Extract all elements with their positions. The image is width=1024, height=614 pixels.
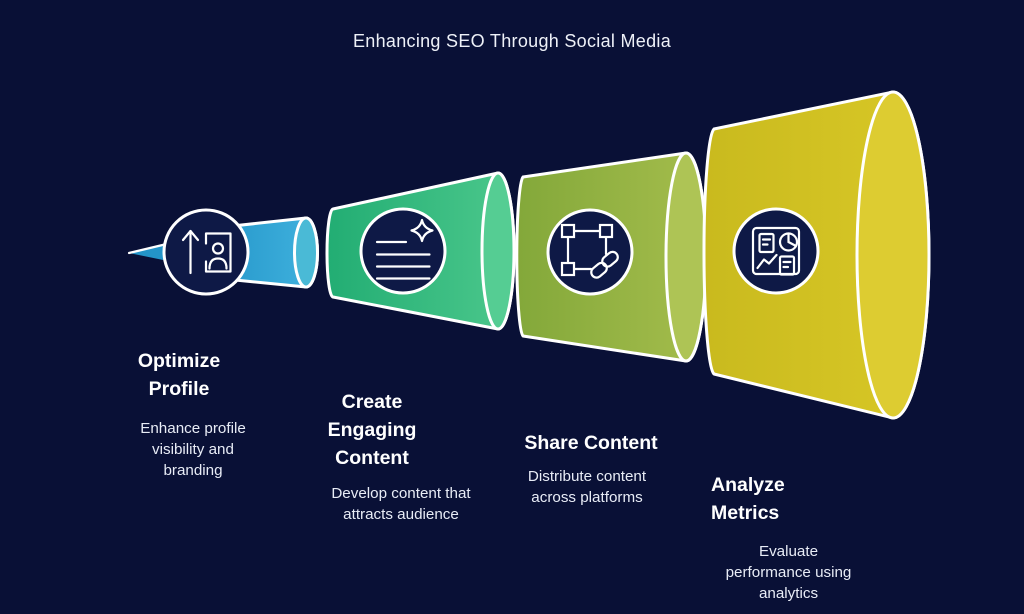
stage-3-icon-badge bbox=[546, 208, 634, 296]
stage-1-description: Enhance profile visibility and branding bbox=[140, 420, 246, 479]
stage-3-description: Distribute content across platforms bbox=[527, 468, 647, 506]
stage-2-description: Develop content that attracts audience bbox=[331, 485, 471, 523]
analytics-dashboard-icon bbox=[751, 226, 801, 276]
stage-4-icon-badge bbox=[732, 207, 820, 295]
stage-2-heading: Create Engaging Content bbox=[327, 391, 417, 469]
profile-upgrade-icon bbox=[181, 229, 232, 275]
stage-4-description: Evaluate performance using analytics bbox=[725, 543, 852, 602]
stage-1-heading: Optimize Profile bbox=[137, 350, 221, 400]
stage-2-icon-badge bbox=[359, 207, 447, 295]
stage-3-heading: Share Content bbox=[524, 432, 658, 454]
stage-4-heading: Analyze Metrics bbox=[711, 474, 785, 524]
content-sparkle-icon bbox=[375, 218, 434, 280]
page-title: Enhancing SEO Through Social Media bbox=[352, 31, 672, 51]
selection-link-icon bbox=[560, 223, 619, 279]
stage-1-icon-badge bbox=[162, 208, 250, 296]
